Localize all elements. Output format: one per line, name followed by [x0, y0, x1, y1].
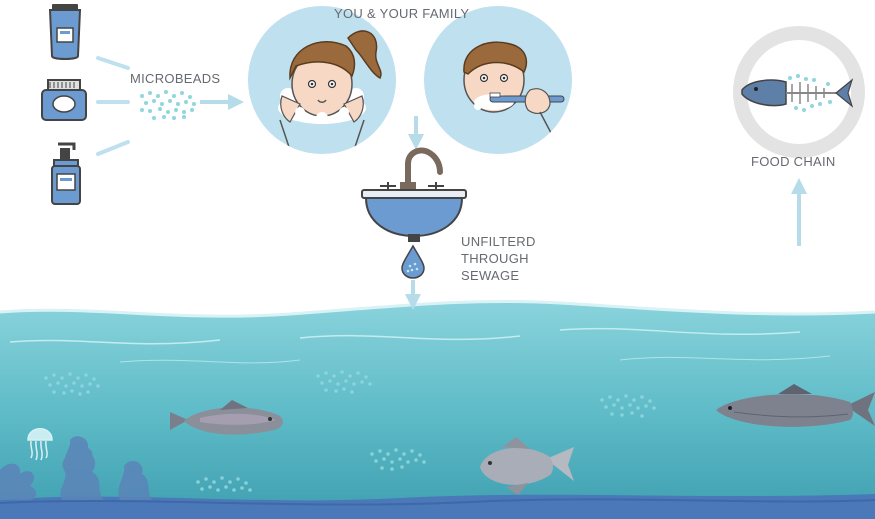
- jar-icon: [42, 80, 86, 120]
- food-chain-label: FOOD CHAIN: [751, 154, 836, 169]
- girl-washing-face-icon: [248, 6, 396, 154]
- boy-brushing-teeth-icon: [424, 6, 572, 154]
- unfiltered-sewage-label: UNFILTERD THROUGH SEWAGE: [461, 233, 536, 284]
- tube-icon: [50, 4, 80, 59]
- microbeads-label: MICROBEADS: [130, 71, 220, 86]
- family-label: YOU & YOUR FAMILY: [334, 6, 469, 21]
- sink-icon: [362, 151, 466, 243]
- unfiltered-line-1: UNFILTERD: [461, 233, 536, 250]
- connector-lines: [98, 58, 128, 154]
- unfiltered-line-2: THROUGH: [461, 250, 536, 267]
- water-drop-icon: [402, 246, 424, 278]
- pump-bottle-icon: [52, 144, 80, 204]
- fish-skeleton-plate-icon: [733, 26, 865, 158]
- microbeads-icon: [140, 90, 196, 120]
- unfiltered-line-3: SEWAGE: [461, 267, 536, 284]
